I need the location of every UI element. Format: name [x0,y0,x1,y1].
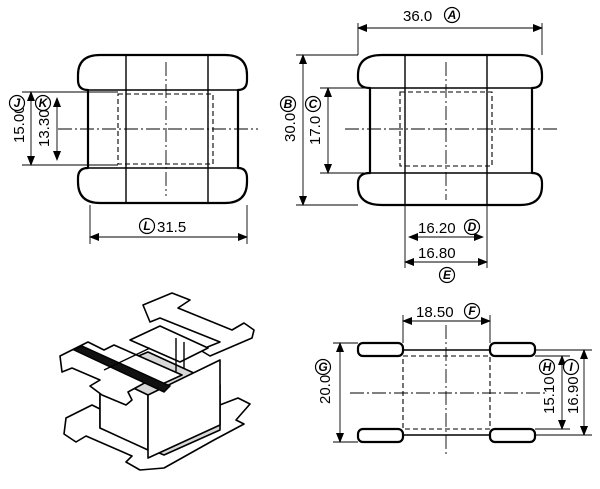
isometric-view [59,292,255,471]
dim-k-value: 13.30 [36,109,53,147]
dim-a-letter: A [447,8,457,22]
dim-f-value: 18.50 [416,304,454,321]
bottom-right-hidden-core [402,355,491,430]
dim-f-marker [463,302,481,320]
dim-b-letter: B [284,97,293,111]
dim-j-value: 15.00 [11,105,28,143]
dim-h-value: 15.10 [541,376,558,414]
dim-e-marker [438,266,456,284]
dim-e-letter: E [443,268,452,282]
top-right-view [296,23,560,268]
dim-g-value: 20.0 [317,375,334,404]
dim-h-letter: H [543,360,552,374]
flange-bottom-right [488,427,537,444]
dim-g-marker [314,358,332,376]
dim-l-letter: L [143,219,150,233]
top-left-view [22,53,258,244]
dim-c-marker [304,95,322,113]
dim-g-letter: G [318,360,327,374]
dim-d-marker [463,218,481,236]
top-right-view-outline [356,53,544,207]
dim-b-value: 30.0 [282,113,299,142]
dim-c-value: 17.0 [307,116,324,145]
dim-i-marker [562,358,580,376]
dim-h-marker [538,358,556,376]
dim-a-marker [443,6,461,24]
flange-bottom-left [356,427,405,444]
dim-k-marker [34,94,52,112]
dim-d-letter: D [468,220,477,234]
dim-l-marker [138,217,156,235]
top-right-hidden-core [399,91,493,167]
dim-b-marker [279,95,297,113]
dim-i-value: 16.90 [565,376,582,414]
dim-i-letter: I [569,360,573,374]
top-left-view-outline [76,53,249,205]
dim-f-letter: F [468,304,476,318]
dim-l-value: 31.5 [157,219,186,236]
dim-c-letter: C [309,97,318,111]
flange-top-right [488,341,537,358]
flange-top-left [356,341,405,358]
dim-e-value: 16.80 [418,245,456,262]
dim-j-letter: J [14,96,21,110]
dim-d-value: 16.20 [418,220,456,237]
dim-j-marker [8,94,26,112]
bottom-right-view [333,315,592,455]
dim-k-letter: K [39,96,49,110]
dim-a-value: 36.0 [403,8,432,25]
